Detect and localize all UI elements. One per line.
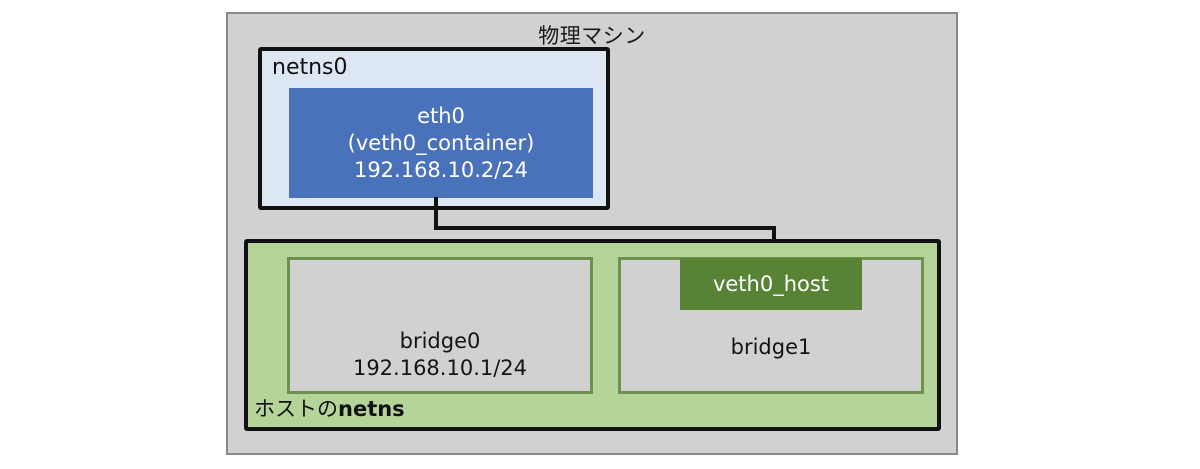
veth0-host-label: veth0_host: [712, 271, 830, 296]
bridge1-name: bridge1: [730, 335, 812, 359]
eth0-interface-box: eth0 (veth0_container) 192.168.10.2/24: [289, 88, 593, 198]
veth-link-segment-vertical-left: [434, 197, 438, 230]
bridge0-address: 192.168.10.1/24: [352, 356, 528, 380]
host-netns-label-prefix: ホストの: [254, 397, 338, 421]
host-netns-label: ホストのnetns: [254, 396, 405, 423]
bridge1-caption: bridge1: [618, 334, 924, 361]
physical-machine-title: 物理マシン: [538, 24, 646, 48]
bridge0-name: bridge0: [399, 329, 481, 353]
bridge0-caption: bridge0 192.168.10.1/24: [287, 328, 593, 382]
bridge1-box: [618, 257, 924, 394]
eth0-name: eth0: [417, 103, 465, 128]
host-netns-label-suffix: netns: [338, 397, 405, 421]
eth0-peer-name: (veth0_container): [347, 130, 535, 155]
veth0-host-box: veth0_host: [680, 258, 862, 310]
netns0-label: netns0: [272, 55, 348, 80]
bridge0-box: [287, 257, 593, 394]
veth-link-segment-horizontal: [434, 226, 776, 230]
eth0-address: 192.168.10.2/24: [353, 157, 529, 182]
